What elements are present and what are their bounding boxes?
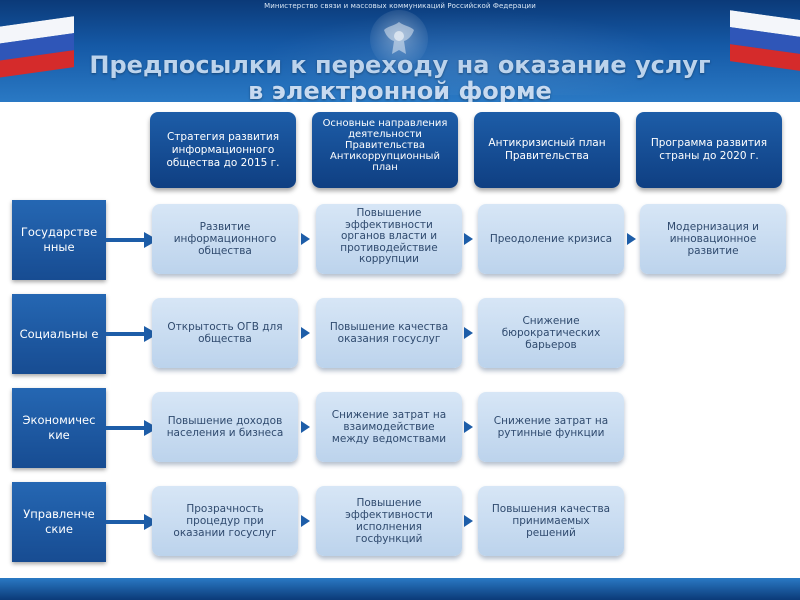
arrow-right-icon [106, 326, 158, 342]
cell-state-anticrisis: Преодоление кризиса [478, 204, 624, 274]
row-header-state: Государстве нные [12, 200, 106, 280]
cell-economic-strategy: Повышение доходов населения и бизнеса [152, 392, 298, 462]
page-title: Предпосылки к переходу на оказание услуг… [0, 52, 800, 102]
cell-economic-anticrisis: Снижение затрат на рутинные функции [478, 392, 624, 462]
connector-arrow-icon [301, 421, 310, 433]
arrow-right-icon [106, 232, 158, 248]
cell-managerial-strategy: Прозрачность процедур при оказании госус… [152, 486, 298, 556]
cell-social-anticrisis: Снижение бюрократических барьеров [478, 298, 624, 368]
column-header-program-2020: Программа развития страны до 2020 г. [636, 112, 782, 188]
ministry-caption: Министерство связи и массовых коммуникац… [264, 2, 536, 10]
connector-arrow-icon [464, 327, 473, 339]
cell-social-strategy: Открытость ОГВ для общества [152, 298, 298, 368]
connector-arrow-icon [464, 233, 473, 245]
arrow-right-icon [106, 514, 158, 530]
cell-managerial-anticrisis: Повышения качества принимаемых решений [478, 486, 624, 556]
cell-social-directions: Повышение качества оказания госуслуг [316, 298, 462, 368]
footer-band [0, 578, 800, 600]
cell-economic-directions: Снижение затрат на взаимодействие между … [316, 392, 462, 462]
coat-of-arms-icon [370, 10, 428, 68]
connector-arrow-icon [627, 233, 636, 245]
connector-arrow-icon [301, 515, 310, 527]
column-header-strategy-2015: Стратегия развития информационного общес… [150, 112, 296, 188]
row-header-economic: Экономичес кие [12, 388, 106, 468]
cell-state-strategy: Развитие информационного общества [152, 204, 298, 274]
connector-arrow-icon [301, 233, 310, 245]
cell-state-program: Модернизация и инновационное развитие [640, 204, 786, 274]
connector-arrow-icon [464, 421, 473, 433]
header-banner: Министерство связи и массовых коммуникац… [0, 0, 800, 102]
arrow-right-icon [106, 420, 158, 436]
world-map-background [260, 10, 680, 95]
column-header-government-directions: Основные направления деятельности Правит… [312, 112, 458, 188]
row-header-social: Социальны е [12, 294, 106, 374]
connector-arrow-icon [301, 327, 310, 339]
page-title-line2: в электронной форме [248, 77, 552, 102]
cell-state-directions: Повышение эффективности органов власти и… [316, 204, 462, 274]
connector-arrow-icon [464, 515, 473, 527]
page-title-line1: Предпосылки к переходу на оказание услуг [89, 51, 711, 79]
column-header-anticrisis-plan: Антикризисный план Правительства [474, 112, 620, 188]
row-header-managerial: Управленче ские [12, 482, 106, 562]
cell-managerial-directions: Повышение эффективности исполнения госфу… [316, 486, 462, 556]
